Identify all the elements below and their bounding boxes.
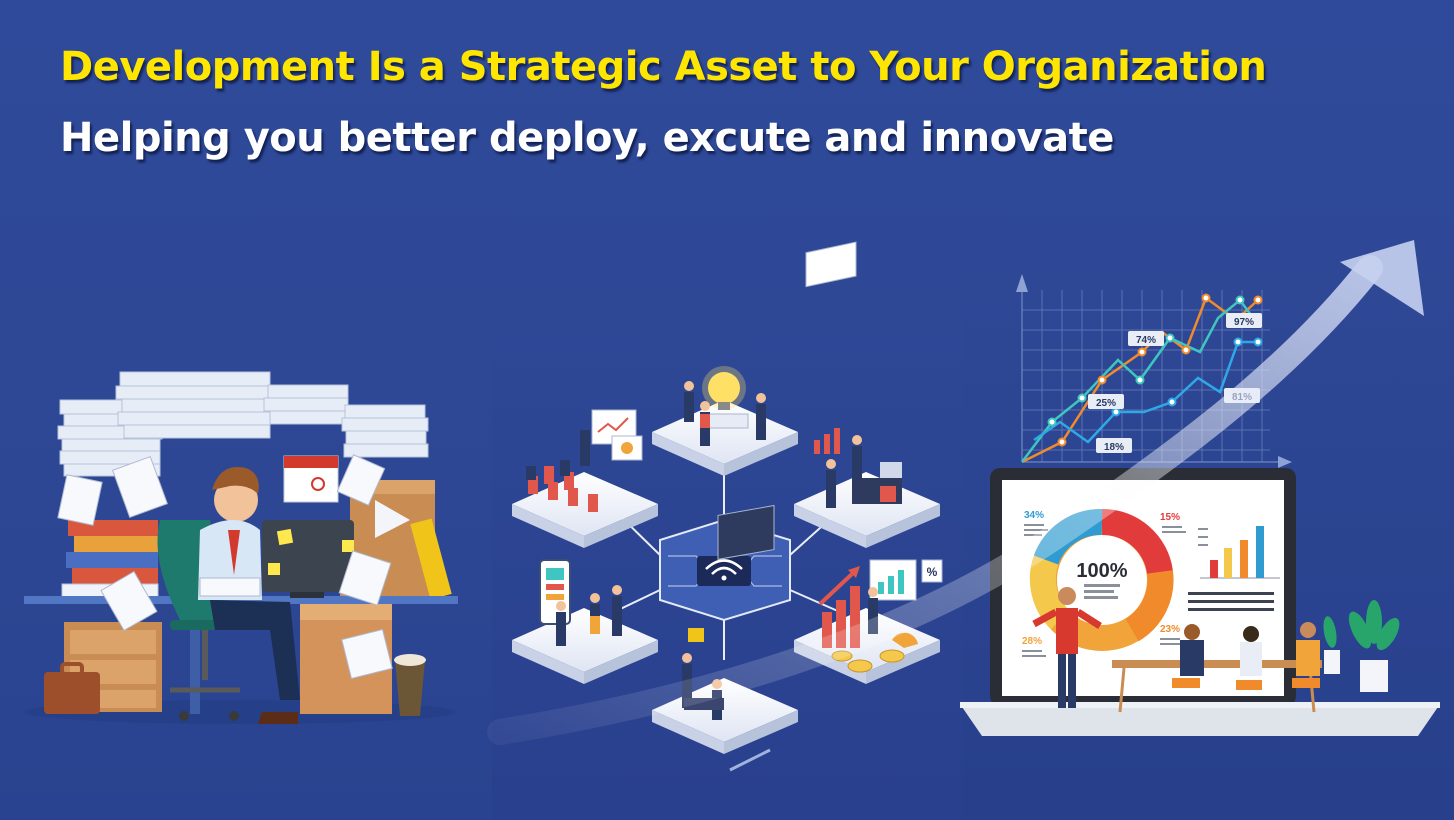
svg-text:74%: 74%: [1136, 335, 1156, 346]
svg-text:23%: 23%: [1160, 624, 1180, 635]
banner-subheadline: Helping you better deploy, excute and in…: [60, 115, 1114, 161]
svg-text:28%: 28%: [1022, 636, 1042, 647]
svg-text:25%: 25%: [1096, 398, 1116, 409]
presenter: [1032, 587, 1102, 708]
growth-scene: 18% 25% 74% 97% 81%: [487, 240, 1440, 745]
attendees: [1172, 622, 1320, 690]
wifi-icon: [697, 556, 751, 586]
plant: [1323, 600, 1400, 651]
calendar-icon: [283, 455, 339, 503]
office-worker-scene: [24, 371, 458, 724]
briefcase-icon: [44, 662, 100, 714]
mini-bar-chart: [1188, 526, 1280, 611]
banner-headline: Development Is a Strategic Asset to Your…: [60, 44, 1267, 90]
svg-text:34%: 34%: [1024, 510, 1044, 521]
line-series-teal: [1021, 298, 1258, 463]
svg-text:97%: 97%: [1234, 317, 1254, 328]
lightbulb-icon: [702, 366, 746, 410]
svg-text:15%: 15%: [1160, 512, 1180, 523]
percent-icon: %: [921, 559, 943, 583]
svg-text:18%: 18%: [1104, 442, 1124, 453]
growth-arrow-icon: [487, 240, 1424, 745]
line-series-blue: [1033, 340, 1258, 444]
svg-text:%: %: [927, 565, 938, 579]
svg-text:100%: 100%: [1076, 560, 1127, 582]
tag-74: 74%: [1128, 331, 1164, 346]
tag-18: 18%: [1096, 438, 1132, 453]
network-tiles-scene: %: [512, 241, 943, 772]
tag-25: 25%: [1088, 394, 1124, 409]
tag-97: 97%: [1226, 313, 1262, 328]
